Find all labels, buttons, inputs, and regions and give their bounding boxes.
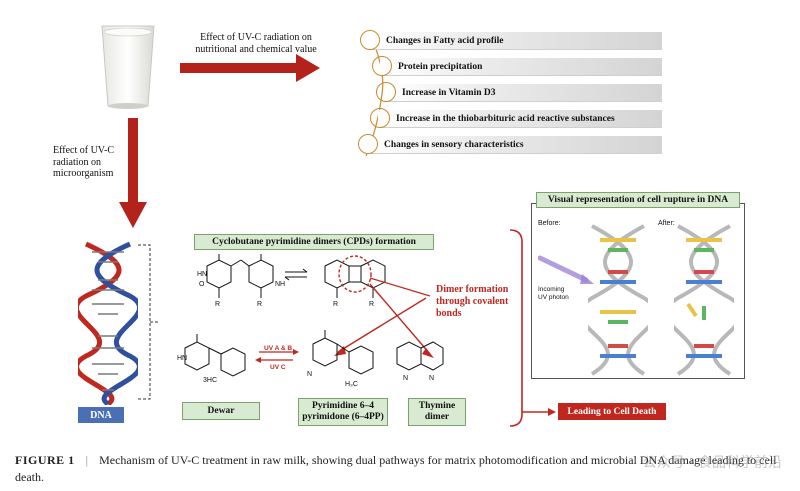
bullet-circle-icon bbox=[360, 30, 380, 50]
nutrition-arrow bbox=[180, 54, 320, 82]
uv-c-label: UV C bbox=[270, 364, 286, 371]
svg-text:N: N bbox=[403, 375, 408, 382]
microorganism-effect-label: Effect of UV-C radiation on microorganis… bbox=[53, 145, 115, 179]
bullet-circle-icon bbox=[376, 82, 396, 102]
dimer-formation-label: Dimer formation through covalent bonds bbox=[436, 284, 509, 319]
before-label: Before: bbox=[538, 220, 561, 227]
dna-after-icon bbox=[674, 224, 734, 376]
svg-text:H₃C: H₃C bbox=[345, 381, 358, 388]
svg-text:3HC: 3HC bbox=[203, 377, 217, 384]
caption-text: Mechanism of UV-C treatment in raw milk,… bbox=[15, 453, 777, 484]
svg-text:N: N bbox=[307, 371, 312, 378]
dna-zoom-bracket bbox=[138, 244, 158, 400]
uv-ab-label: UV A & B bbox=[264, 345, 293, 352]
microorganism-arrow bbox=[119, 118, 147, 228]
dna-helix-icon bbox=[78, 241, 138, 405]
watermark: 公众号 · 食品科学前沿 bbox=[642, 455, 782, 471]
svg-text:R: R bbox=[215, 301, 220, 308]
chemical-effects-list: Changes in Fatty acid profile Protein pr… bbox=[356, 24, 666, 164]
svg-text:R: R bbox=[257, 301, 262, 308]
pyrimidone-label: Pyrimidine 6–4 pyrimidone (6–4PP) bbox=[298, 398, 388, 426]
list-item: Changes in sensory characteristics bbox=[358, 134, 662, 154]
after-label: After: bbox=[658, 220, 675, 227]
svg-text:N: N bbox=[429, 375, 434, 382]
cell-rupture-panel: Visual representation of cell rupture in… bbox=[531, 192, 745, 379]
dna-label: DNA bbox=[78, 407, 124, 423]
bullet-circle-icon bbox=[370, 108, 390, 128]
bullet-circle-icon bbox=[372, 56, 392, 76]
dewar-label: Dewar bbox=[182, 402, 260, 420]
cpd-title: Cyclobutane pyrimidine dimers (CPDs) for… bbox=[194, 234, 434, 250]
svg-text:O: O bbox=[199, 281, 205, 288]
bullet-circle-icon bbox=[358, 134, 378, 154]
list-item: Changes in Fatty acid profile bbox=[360, 30, 662, 50]
uv-photon-icon bbox=[538, 255, 594, 284]
pathway-bracket bbox=[509, 229, 556, 427]
svg-text:HN: HN bbox=[177, 355, 187, 362]
nutrition-effect-label: Effect of UV-C radiation on nutritional … bbox=[195, 32, 317, 55]
thymine-dimer-label: Thymine dimer bbox=[408, 398, 466, 426]
cell-rupture-title: Visual representation of cell rupture in… bbox=[536, 192, 740, 208]
photoproducts-diagram: HN 3HC N H₃C N N bbox=[177, 330, 444, 388]
figure-number: FIGURE 1 bbox=[15, 453, 75, 467]
svg-text:HN: HN bbox=[197, 271, 207, 278]
svg-text:NH: NH bbox=[275, 281, 285, 288]
dna-before-icon bbox=[588, 224, 648, 376]
figure-caption: FIGURE 1 | Mechanism of UV-C treatment i… bbox=[15, 452, 795, 486]
list-item: Increase in the thiobarbituric acid reac… bbox=[370, 108, 662, 128]
leading-to-cell-death: Leading to Cell Death bbox=[558, 403, 666, 420]
svg-text:R: R bbox=[369, 301, 374, 308]
caption-separator: | bbox=[85, 453, 89, 467]
uv-photon-label: Incoming UV photon bbox=[538, 286, 569, 301]
svg-text:R: R bbox=[333, 301, 338, 308]
milk-glass-icon bbox=[101, 25, 155, 109]
list-item: Protein precipitation bbox=[372, 56, 662, 76]
cpd-reaction-diagram: HN R R R R O NH bbox=[197, 254, 386, 308]
list-item: Increase in Vitamin D3 bbox=[376, 82, 662, 102]
